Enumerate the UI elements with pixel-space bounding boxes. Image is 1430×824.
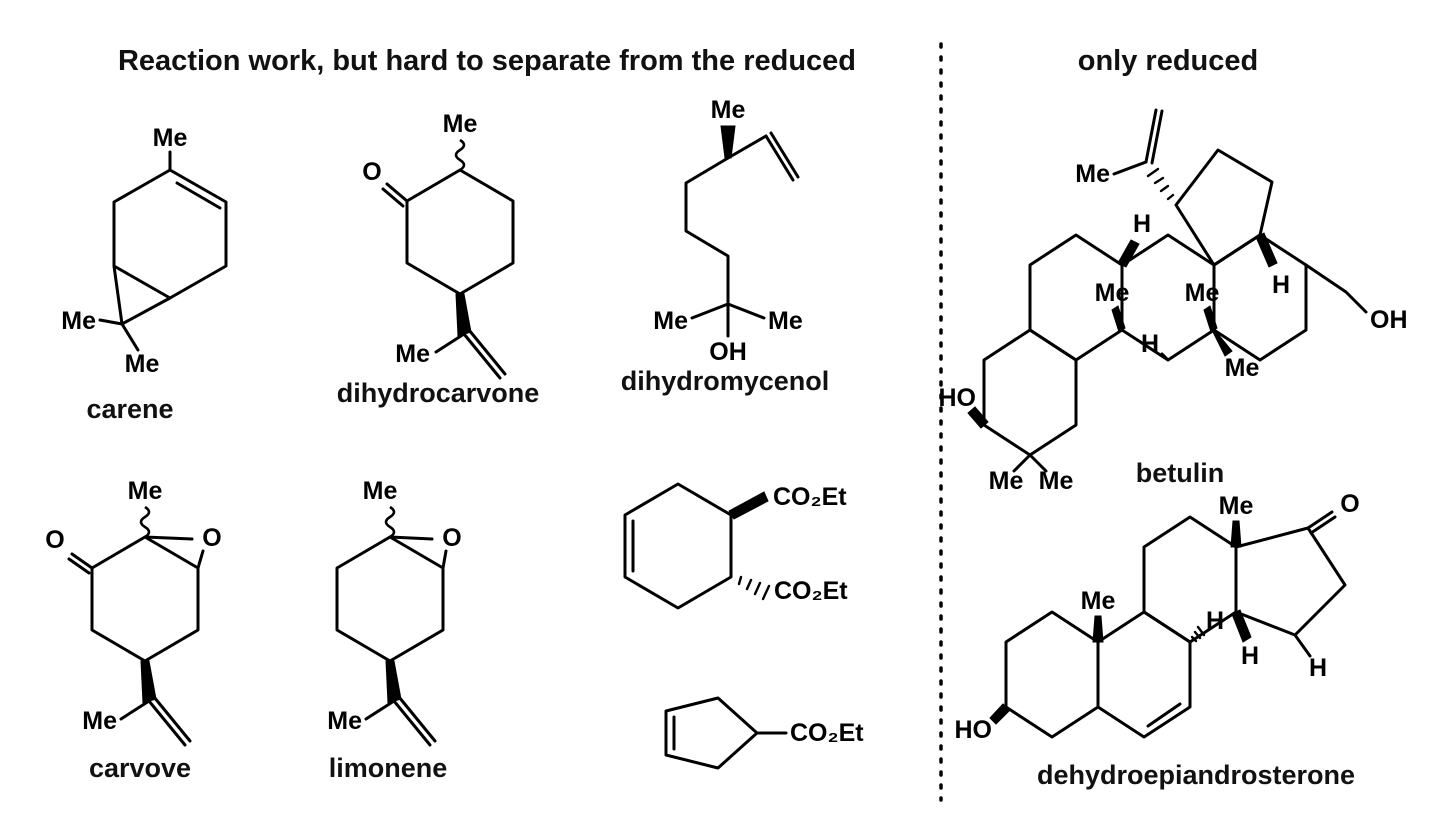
molecule-name-dihydromycenol: dihydromycenol xyxy=(621,366,830,396)
molecule-name-limonene: limonene xyxy=(329,753,448,783)
molecule-carene: Me Me Me carene xyxy=(61,124,228,424)
atom-label-me-isopropenyl: Me xyxy=(327,707,362,735)
molecule-dihydrocarvone: O Me Me dihydrocarvone xyxy=(337,110,540,408)
molecule-dehydroepiandrosterone: O Me Me H H H HO dehydroepiandrosterone xyxy=(955,490,1360,790)
molecule-carvove: Me O O Me carvove xyxy=(45,477,221,783)
molecule-name-carvove: carvove xyxy=(89,753,191,783)
molecule-name-betulin: betulin xyxy=(1136,458,1225,488)
atom-label-h-right: H xyxy=(1272,271,1290,299)
betulin-bonds xyxy=(967,108,1368,473)
atom-label-h-top: H xyxy=(1133,210,1151,238)
molecule-name-dehydroepiandrosterone: dehydroepiandrosterone xyxy=(1037,760,1355,790)
atom-label-me-top: Me xyxy=(363,477,398,505)
cyclopentene-ester-bonds xyxy=(664,696,788,770)
molecule-cyclopentene-ester: CO₂Et xyxy=(664,696,864,770)
atom-label-ho: HO xyxy=(939,384,977,412)
atom-label-me-lower: Me xyxy=(1225,354,1260,382)
atom-label-epoxide-o: O xyxy=(202,524,221,552)
atom-label-me-gem-right: Me xyxy=(1039,467,1074,495)
atom-label-me-isopropenyl: Me xyxy=(82,707,117,735)
atom-label-h-c14: H xyxy=(1309,654,1327,682)
cyclohexene-diester-bonds xyxy=(623,482,771,610)
molecule-dihydromycenol: Me Me Me OH dihydromycenol xyxy=(621,96,830,396)
atom-label-ester-bottom: CO₂Et xyxy=(774,577,848,605)
atom-label-me-left: Me xyxy=(653,307,688,335)
atom-label-me-left: Me xyxy=(61,307,96,335)
atom-label-me-left-junction: Me xyxy=(1095,279,1130,307)
atom-label-ketone-o: O xyxy=(1340,490,1359,518)
molecule-name-dihydrocarvone: dihydrocarvone xyxy=(337,378,540,408)
atom-label-ester-top: CO₂Et xyxy=(773,483,847,511)
atom-label-h-middle: H xyxy=(1141,330,1159,358)
dihydrocarvone-bonds xyxy=(381,138,515,380)
atom-label-me-isopropenyl: Me xyxy=(395,340,430,368)
carene-bonds xyxy=(98,150,228,352)
atom-label-me-c18: Me xyxy=(1219,492,1254,520)
atom-label-me-top: Me xyxy=(711,96,746,124)
dehydroepiandrosterone-bonds xyxy=(989,510,1347,739)
atom-label-h-c8: H xyxy=(1241,642,1259,670)
molecule-name-carene: carene xyxy=(86,394,173,424)
atom-label-ketone-o: O xyxy=(362,158,381,186)
atom-label-me-isopropenyl: Me xyxy=(1075,160,1110,188)
atom-label-oh: OH xyxy=(1370,306,1408,334)
atom-label-oh: OH xyxy=(709,338,747,366)
right-section-title: only reduced xyxy=(1078,45,1259,77)
atom-label-ho: HO xyxy=(955,716,993,744)
atom-label-me-gem-left: Me xyxy=(989,467,1024,495)
limonene-bonds xyxy=(335,505,448,747)
atom-label-me-top: Me xyxy=(128,477,163,505)
atom-label-ketone-o: O xyxy=(45,526,64,554)
atom-label-me-c19: Me xyxy=(1081,587,1116,615)
molecule-betulin: Me H Me Me H Me H OH HO Me Me betulin xyxy=(939,108,1408,495)
atom-label-me-bottom: Me xyxy=(125,350,160,378)
atom-label-me-right: Me xyxy=(768,307,803,335)
atom-label-ester: CO₂Et xyxy=(790,719,864,747)
atom-label-me-top: Me xyxy=(153,124,188,152)
atom-label-me-top: Me xyxy=(443,110,478,138)
atom-label-epoxide-o: O xyxy=(442,524,461,552)
dihydromycenol-bonds xyxy=(684,125,800,338)
carvove-bonds xyxy=(67,505,205,747)
atom-label-h-c9: H xyxy=(1206,607,1224,635)
atom-label-me-right-junction: Me xyxy=(1185,279,1220,307)
molecule-cyclohexene-diester: CO₂Et CO₂Et xyxy=(623,482,848,610)
left-section-title: Reaction work, but hard to separate from… xyxy=(118,45,856,77)
molecule-limonene: Me O Me limonene xyxy=(327,477,461,783)
